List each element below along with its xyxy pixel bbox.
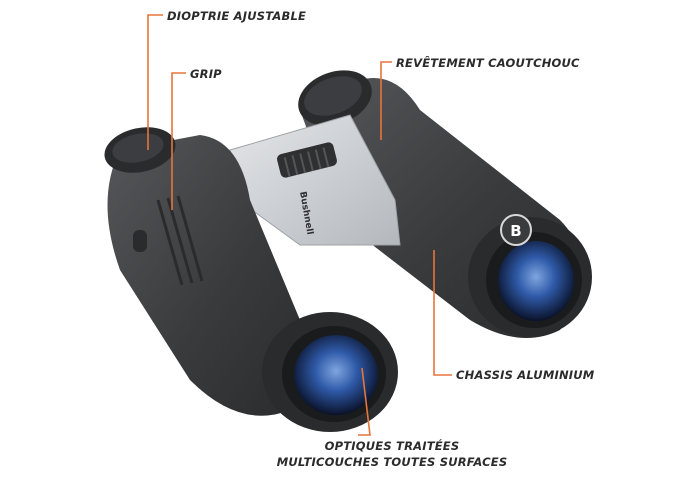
callout-revetement: REVÊTEMENT CAOUTCHOUC: [396, 56, 580, 70]
grip-ribs: [156, 195, 204, 286]
callout-line-chassis: [433, 250, 452, 376]
strap-lug: [133, 230, 147, 252]
right-objective: B: [468, 214, 592, 337]
callout-optiques: OPTIQUES TRAITÉES MULTICOUCHES TOUTES SU…: [272, 438, 512, 470]
callout-line-revetement: [380, 61, 392, 140]
left-objective: [262, 312, 398, 432]
focus-wheel: [277, 142, 337, 178]
callout-dioptre: DIOPTRIE AJUSTABLE: [167, 9, 307, 23]
left-barrel: [104, 127, 308, 416]
focus-wheel-ridges: [283, 147, 330, 177]
callout-chassis: CHASSIS ALUMINIUM: [456, 368, 595, 382]
callout-line-grip: [171, 72, 186, 210]
callout-optiques-line1: OPTIQUES TRAITÉES: [324, 439, 460, 453]
callout-line-dioptre: [147, 14, 163, 150]
center-bridge: Bushnell: [229, 114, 401, 246]
callout-optiques-line2: MULTICOUCHES TOUTES SURFACES: [276, 455, 508, 469]
callout-grip: GRIP: [190, 67, 222, 81]
brand-badge-letter: B: [510, 222, 521, 240]
callout-line-optiques: [358, 367, 371, 436]
brand-badge: [500, 214, 532, 246]
callout-lines: [147, 14, 452, 436]
